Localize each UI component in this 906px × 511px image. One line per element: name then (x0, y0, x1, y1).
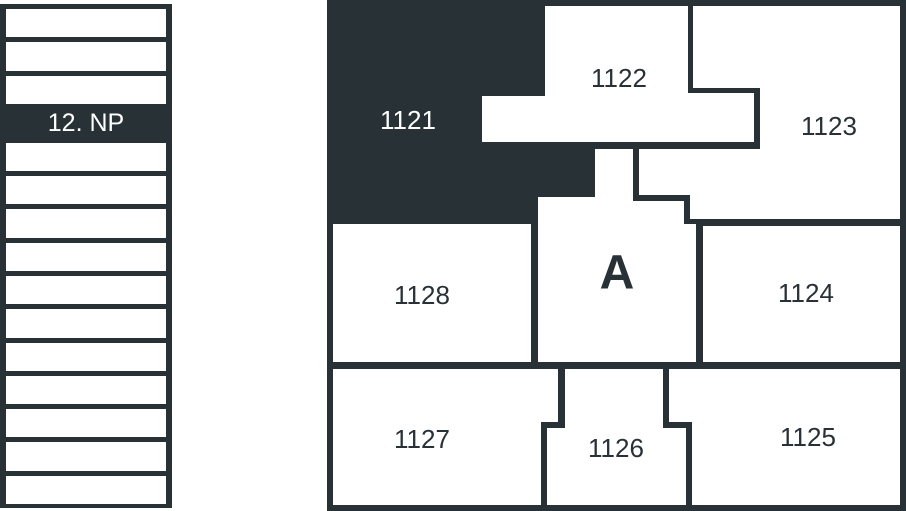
room-1123[interactable] (639, 6, 900, 219)
floor-row-active[interactable]: 12. NP (0, 108, 172, 138)
floor-row[interactable] (6, 442, 166, 471)
floor-row[interactable] (6, 176, 166, 205)
floor-row[interactable] (6, 375, 166, 405)
floor-row[interactable] (6, 75, 166, 104)
floor-selector: 12. NP (0, 4, 172, 508)
floor-row[interactable] (6, 275, 166, 305)
floor-row[interactable] (6, 142, 166, 172)
room-1128[interactable] (333, 224, 531, 362)
floor-row[interactable] (6, 409, 166, 438)
room-1124[interactable] (703, 226, 900, 362)
active-floor-label: 12. NP (47, 108, 125, 137)
floor-row[interactable] (6, 9, 166, 38)
floor-row[interactable] (6, 209, 166, 238)
floor-row[interactable] (6, 42, 166, 71)
floor-row[interactable] (6, 309, 166, 338)
core-a (538, 149, 696, 362)
room-1126[interactable] (547, 369, 686, 505)
room-1125[interactable] (669, 369, 900, 505)
floor-row[interactable] (6, 342, 166, 371)
floor-row[interactable] (6, 475, 166, 504)
floor-row[interactable] (6, 242, 166, 271)
room-1127[interactable] (333, 369, 558, 505)
room-1121[interactable] (333, 6, 595, 224)
room-1122[interactable] (482, 6, 754, 142)
